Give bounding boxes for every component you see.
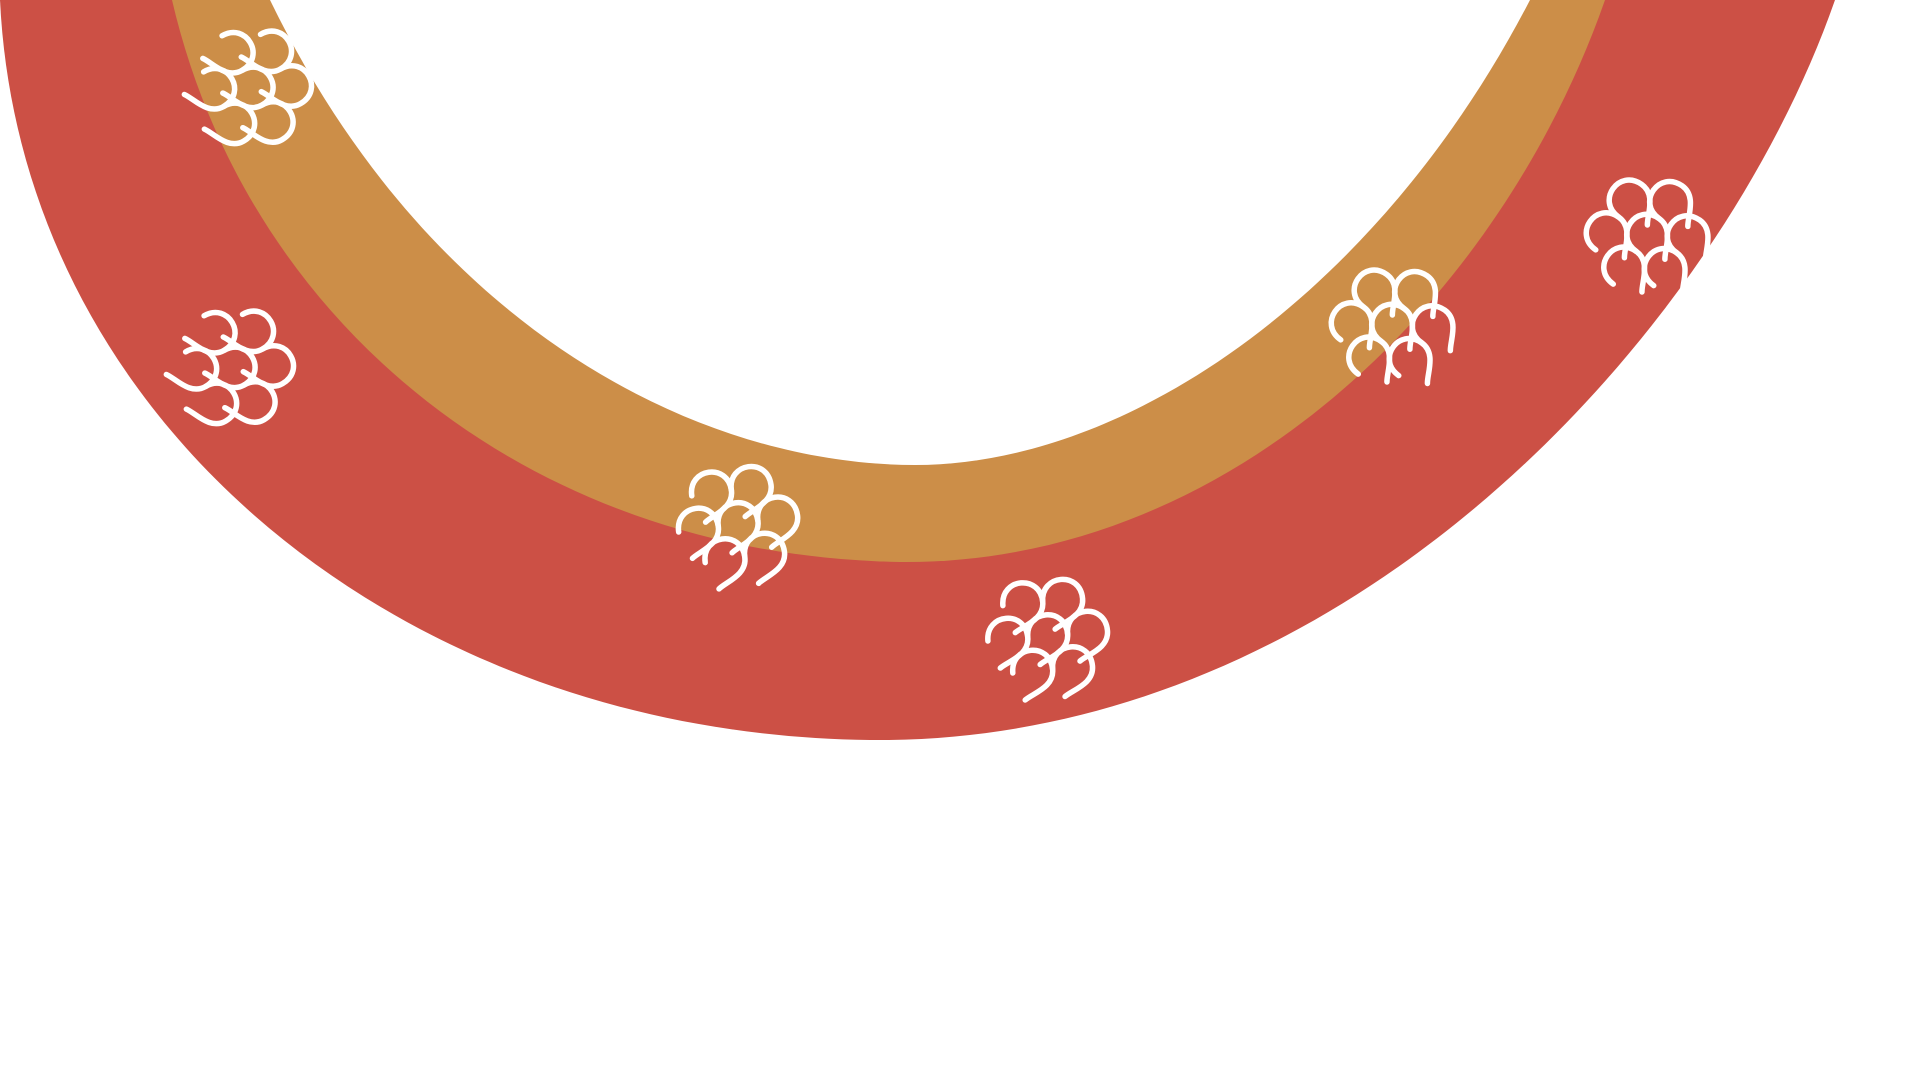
center-white-hole xyxy=(270,0,1530,465)
